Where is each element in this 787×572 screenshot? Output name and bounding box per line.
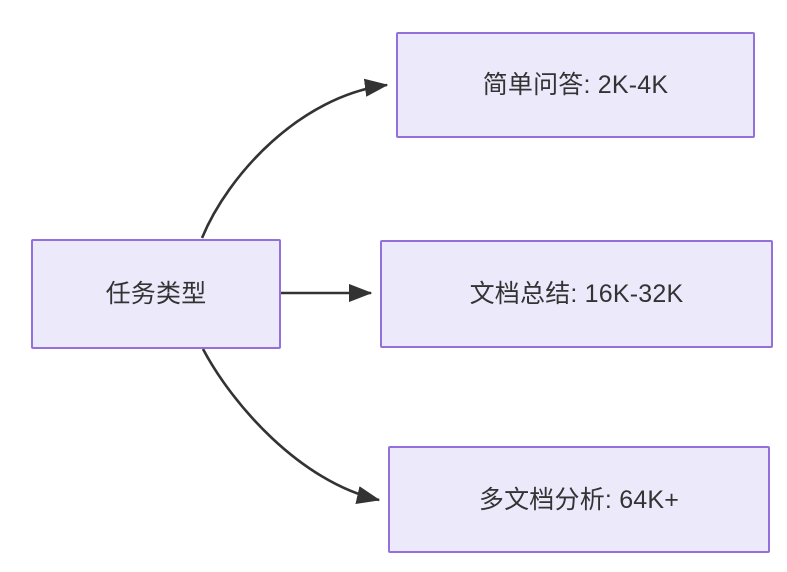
node-simple-qa-label: 简单问答: 2K-4K	[482, 71, 669, 99]
node-simple-qa[interactable]: 简单问答: 2K-4K	[396, 32, 755, 138]
node-doc-summary-label: 文档总结: 16K-32K	[469, 280, 684, 308]
edge-root-to-simple-qa	[200, 78, 389, 239]
edge-root-to-multi-doc	[201, 348, 381, 504]
node-multi-doc[interactable]: 多文档分析: 64K+	[388, 446, 770, 553]
node-root-label: 任务类型	[105, 280, 207, 308]
node-multi-doc-label: 多文档分析: 64K+	[478, 485, 680, 514]
node-root-task-type[interactable]: 任务类型	[31, 239, 281, 349]
node-doc-summary[interactable]: 文档总结: 16K-32K	[380, 240, 773, 348]
